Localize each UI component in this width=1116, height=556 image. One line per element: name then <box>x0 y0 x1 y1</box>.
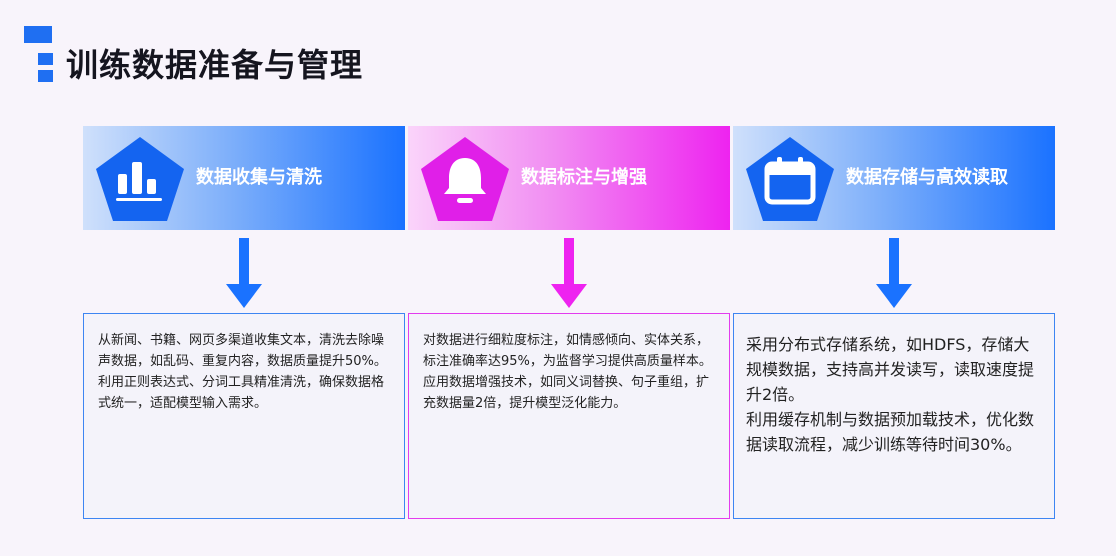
arrow-down-icon <box>876 238 912 308</box>
card-paragraph: 采用分布式存储系统，如HDFS，存储大规模数据，支持高并发读写，读取速度提升2倍… <box>746 335 1035 404</box>
section-header-annotation: 数据标注与增强 <box>408 126 730 230</box>
section-header-collection: 数据收集与清洗 <box>83 126 405 230</box>
card-paragraph: 利用缓存机制与数据预加载技术，优化数据读取流程，减少训练等待时间30%。 <box>746 410 1035 454</box>
section-title: 数据标注与增强 <box>521 167 647 188</box>
section-header-storage: 数据存储与高效读取 <box>733 126 1055 230</box>
arrow-down-icon <box>226 238 262 308</box>
section-card-collection: 从新闻、书籍、网页多渠道收集文本，清洗去除噪声数据，如乱码、重复内容，数据质量提… <box>83 313 405 519</box>
card-paragraph: 应用数据增强技术，如同义词替换、句子重组，扩充数据量2倍，提升模型泛化能力。 <box>423 375 710 411</box>
logo-mark <box>24 26 56 84</box>
calendar-icon <box>746 137 834 221</box>
arrow-down-icon <box>551 238 587 308</box>
section-card-storage: 采用分布式存储系统，如HDFS，存储大规模数据，支持高并发读写，读取速度提升2倍… <box>733 313 1055 519</box>
bar-chart-icon <box>96 137 184 221</box>
page-title: 训练数据准备与管理 <box>66 46 364 84</box>
card-paragraph: 对数据进行细粒度标注，如情感倾向、实体关系，标注准确率达95%，为监督学习提供高… <box>423 333 712 369</box>
section-card-annotation: 对数据进行细粒度标注，如情感倾向、实体关系，标注准确率达95%，为监督学习提供高… <box>408 313 730 519</box>
card-paragraph: 从新闻、书籍、网页多渠道收集文本，清洗去除噪声数据，如乱码、重复内容，数据质量提… <box>98 333 387 369</box>
section-title: 数据收集与清洗 <box>196 167 322 188</box>
bell-icon <box>421 137 509 221</box>
card-paragraph: 利用正则表达式、分词工具精准清洗，确保数据格式统一，适配模型输入需求。 <box>98 375 385 411</box>
section-title: 数据存储与高效读取 <box>846 167 1008 188</box>
